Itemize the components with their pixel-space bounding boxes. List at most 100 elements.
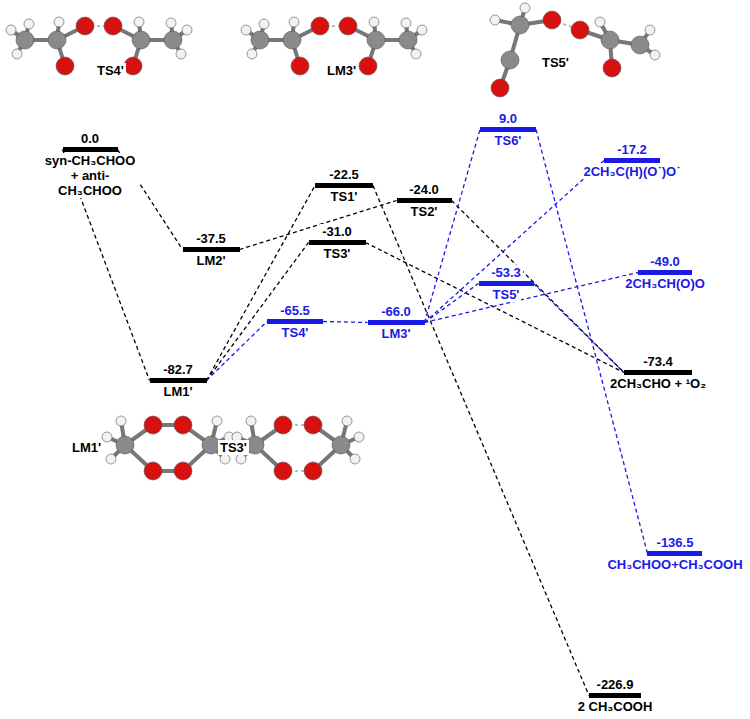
energy-value: 0.0 [79,131,101,146]
atom [106,454,116,464]
species-name: TS5' [491,287,522,302]
species-name: TS3' [322,246,353,261]
species-name: 2 CH₃COOH [576,699,655,714]
atom [501,51,519,69]
atom [411,49,421,59]
reaction-path [323,322,368,323]
energy-level: -65.5TS4' [267,303,323,340]
atom [166,18,176,28]
energy-value: -17.2 [615,142,649,157]
atom [304,462,322,480]
atom [645,25,655,35]
atom [241,25,251,35]
atom [144,416,162,434]
energy-level: -82.7LM1' [150,362,207,399]
atom [650,50,660,60]
energy-value: -65.5 [278,303,312,318]
atom [174,416,192,434]
atom [212,416,222,426]
atom [304,416,322,434]
species-name: LM3' [379,326,412,341]
species-name: TS4' [280,325,311,340]
level-bar [267,319,323,324]
level-bar [647,551,702,556]
species-name: 2CH₃CH(O)O [623,276,707,291]
level-bar [315,183,373,188]
level-bar [479,281,534,286]
atom [176,49,186,59]
level-bar [397,198,452,203]
reaction-path [207,186,316,381]
atom [56,57,74,75]
atom [6,25,16,35]
structure-label: LM1' [70,440,103,455]
atom [332,436,350,454]
atom [220,454,230,464]
level-bar [480,127,536,132]
level-bar [638,270,692,275]
molecule [490,3,660,97]
atom [350,454,360,464]
energy-level: -73.42CH₃CHO + ¹O₂ [608,354,708,391]
atom [311,17,329,35]
atom [399,31,417,49]
atom [102,432,112,442]
atom [511,16,529,34]
energy-value: -49.0 [648,254,682,269]
atom [291,57,309,75]
atom [595,17,605,27]
atom [283,31,301,49]
atom [339,17,357,35]
structure-label: TS5' [540,55,571,70]
atom [16,31,34,49]
molecule [232,416,364,480]
energy-level: -226.9 2 CH₃COOH [576,677,655,714]
reaction-path [366,243,624,373]
atom [246,416,256,426]
energy-level: -22.5TS1' [315,167,373,204]
reaction-path [425,130,481,323]
atom [520,3,530,13]
energy-level: -31.0TS3' [309,224,366,261]
energy-level: -66.0LM3' [368,304,425,341]
atom [24,19,34,29]
atom [104,17,122,35]
structure-label: TS4' [95,63,126,78]
species-name: TS6' [493,133,524,148]
structure-label: TS3' [218,440,249,455]
species-name: TS2' [409,204,440,219]
energy-level: -24.0TS2' [397,182,452,219]
level-bar [150,378,207,383]
atom [631,36,649,54]
reaction-path [425,273,639,323]
species-name: LM2' [194,253,227,268]
energy-value: -226.9 [595,677,636,692]
species-name: CH₃CHOO+CH₃COOH [605,557,744,572]
energy-level: -37.5LM2' [183,231,240,268]
atom [289,17,299,27]
atom [359,57,377,75]
reaction-path [240,201,397,250]
atom [401,18,411,28]
atom [164,31,182,49]
atom [354,432,364,442]
level-bar [624,370,692,375]
atom [417,25,427,35]
energy-value: -22.5 [327,167,361,182]
energy-level: -17.22CH₃C(H)(O˙)O˙ [582,142,683,179]
structure-label: LM3' [325,63,358,78]
energy-value: -24.0 [407,182,441,197]
atom [124,57,142,75]
atom [491,79,509,97]
energy-level: 9.0TS6' [480,111,536,148]
atom [48,31,66,49]
atom [490,15,500,25]
energy-value: -37.5 [194,231,228,246]
atom [543,11,561,29]
energy-level: 0.0syn-CH₃CHOO + anti-CH₃CHOO [40,131,140,198]
energy-level: -49.0 2CH₃CH(O)O [623,254,707,291]
energy-value: -73.4 [641,354,675,369]
reaction-path [452,201,624,373]
atom [247,49,257,59]
